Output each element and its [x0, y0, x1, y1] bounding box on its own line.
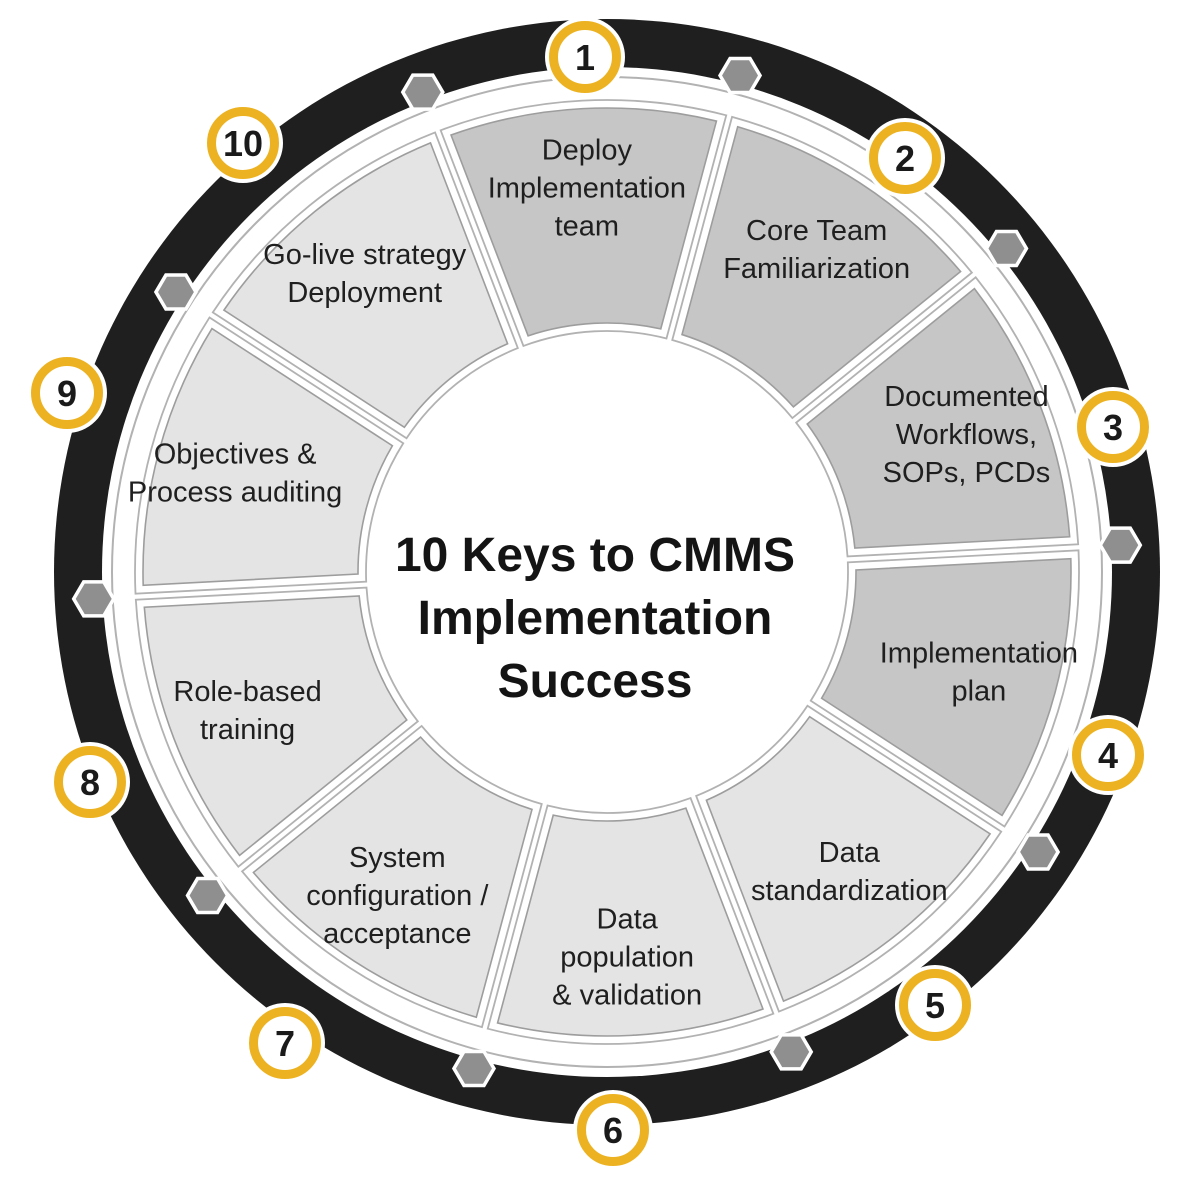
segment-wedge-8: [143, 595, 408, 857]
number-badge-3: [1077, 391, 1149, 463]
segment-label-line: System: [349, 842, 446, 874]
hexagon-marker: [1098, 526, 1143, 564]
badge-number: 2: [895, 138, 915, 179]
number-badge-8: [54, 746, 126, 818]
diagram-title-line: Implementation: [418, 592, 773, 645]
number-badge-9: [31, 357, 103, 429]
segment-label-6: Data population & validation: [552, 903, 702, 1011]
segment-label-line: Go-live strategy: [263, 239, 467, 271]
badge-number: 7: [275, 1023, 295, 1064]
number-badge-5: [899, 969, 971, 1041]
segment-label-line: Data: [819, 837, 881, 869]
segment-label-line: Familiarization: [723, 253, 910, 285]
segment-wedge-2: [681, 125, 962, 409]
diagram-title-line: Success: [498, 655, 693, 708]
segment-label-line: configuration /: [306, 880, 489, 912]
segment-wedge-4: [820, 557, 1072, 817]
segment-label-7: System configuration / acceptance: [306, 842, 489, 950]
segment-label-line: team: [555, 211, 619, 243]
badge-number: 3: [1103, 407, 1123, 448]
hexagon-marker: [153, 273, 198, 311]
segment-label-line: Process auditing: [128, 476, 342, 508]
segment-wedge-5: [705, 715, 992, 1003]
segment-wedge-6: [496, 807, 765, 1037]
badge-number: 1: [575, 37, 595, 78]
badge-number: 6: [603, 1110, 623, 1151]
segment-label-line: SOPs, PCDs: [883, 457, 1051, 489]
segment-label-line: Deploy: [542, 135, 633, 167]
segment-label-line: Workflows,: [896, 419, 1037, 451]
segment-wedge-1: [449, 107, 718, 337]
segment-label-line: acceptance: [323, 918, 471, 950]
segment-label-9: Objectives & Process auditing: [128, 438, 342, 508]
badge-number: 9: [57, 373, 77, 414]
segment-label-line: Documented: [884, 381, 1048, 413]
segment-label-line: plan: [951, 676, 1006, 708]
hexagon-marker: [769, 1033, 814, 1071]
number-badge-1: [549, 21, 621, 93]
segment-label-line: Core Team: [746, 215, 887, 247]
segment-wedge-7: [252, 735, 533, 1019]
number-badge-2: [869, 122, 941, 194]
segment-label-line: Implementation: [488, 173, 686, 205]
number-badge-10: [207, 107, 279, 179]
segment-wedge-9: [142, 327, 394, 587]
segment-label-4: Implementation plan: [880, 638, 1078, 708]
diagram-title-line: 10 Keys to CMMS: [395, 529, 795, 582]
segment-label-line: & validation: [552, 979, 702, 1011]
badge-number: 10: [223, 123, 263, 164]
segment-label-line: Deployment: [287, 277, 442, 309]
segment-label-8: Role-based training: [173, 676, 321, 746]
number-badge-7: [249, 1007, 321, 1079]
hexagon-marker: [185, 876, 230, 915]
segment-label-5: Data standardization: [751, 837, 948, 907]
segment-label-line: Objectives &: [154, 438, 317, 470]
segment-label-line: Implementation: [880, 638, 1078, 670]
segment-label-line: standardization: [751, 875, 948, 907]
badge-number: 5: [925, 985, 945, 1026]
segment-label-line: Role-based: [173, 676, 321, 708]
number-badge-4: [1072, 719, 1144, 791]
badge-number: 4: [1098, 735, 1118, 776]
hexagon-marker: [400, 73, 445, 111]
hexagon-marker: [718, 56, 763, 95]
badge-number: 8: [80, 762, 100, 803]
number-badge-6: [577, 1094, 649, 1166]
segment-label-line: Data: [597, 903, 659, 935]
hexagon-marker: [1016, 833, 1061, 871]
hexagon-marker: [451, 1049, 496, 1088]
hexagon-marker: [71, 580, 116, 618]
segment-label-line: population: [560, 941, 694, 973]
segment-wedge-3: [806, 287, 1071, 549]
segment-label-line: training: [200, 714, 295, 746]
segment-wedge-10: [222, 141, 509, 429]
hexagon-marker: [984, 229, 1029, 268]
